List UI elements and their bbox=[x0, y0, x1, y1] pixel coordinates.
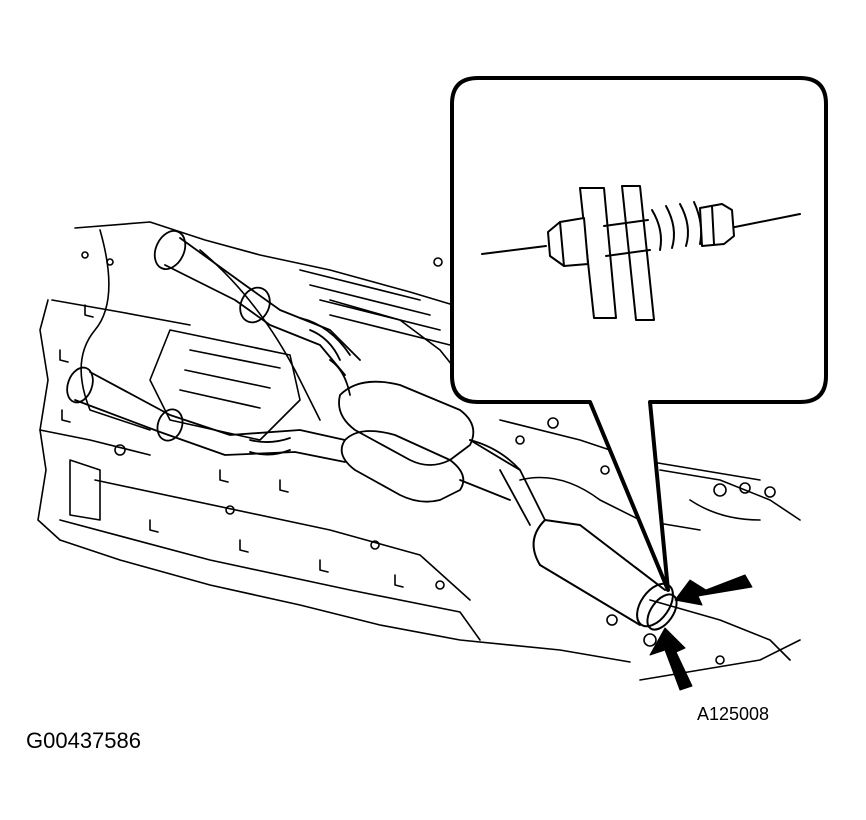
bolt-detail bbox=[481, 185, 801, 321]
bolt-indicator-arrow-lower bbox=[649, 627, 693, 691]
detail-callout bbox=[450, 76, 828, 592]
exhaust-pipe-upper bbox=[153, 230, 361, 376]
exhaust-pipe-lower bbox=[66, 366, 346, 463]
vehicle-underbody bbox=[37, 221, 801, 681]
bolt-indicator-arrow-upper bbox=[674, 574, 753, 606]
document-id-code: G00437586 bbox=[26, 728, 141, 753]
illustration-reference-code: A125008 bbox=[697, 704, 770, 724]
catalytic-converter bbox=[329, 359, 521, 503]
center-pipe bbox=[469, 439, 546, 526]
muffler bbox=[532, 519, 678, 631]
